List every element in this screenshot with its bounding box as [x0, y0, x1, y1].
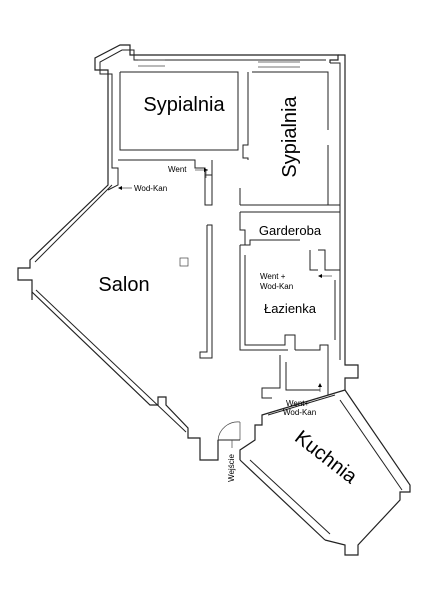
bedroom-1-walls — [119, 59, 239, 151]
label-water-sewer-2: Wod-Kan — [260, 282, 293, 291]
outer-walls — [17, 44, 411, 556]
living-room-walls — [107, 159, 213, 359]
label-vent-plus-2: Went+ — [286, 399, 310, 408]
annotation-arrows — [118, 168, 332, 448]
label-vent-plus-1: Went + — [260, 272, 286, 281]
label-water-sewer: Wod-Kan — [134, 184, 167, 193]
room-label-wardrobe: Garderoba — [259, 223, 322, 238]
entrance-door — [217, 421, 241, 441]
bedroom-2-walls — [239, 61, 340, 213]
room-label-bedroom-2: Sypialnia — [279, 96, 301, 178]
label-vent: Went — [168, 165, 187, 174]
room-label-living-room: Salon — [98, 274, 149, 296]
room-label-kitchen: Kuchnia — [290, 426, 361, 488]
room-label-bathroom: Łazienka — [264, 301, 317, 316]
label-water-sewer-3: Wod-Kan — [283, 408, 316, 417]
room-label-bedroom-1: Sypialnia — [143, 94, 225, 116]
label-entrance: Wejście — [227, 454, 236, 482]
wardrobe-bathroom-walls — [239, 212, 341, 399]
